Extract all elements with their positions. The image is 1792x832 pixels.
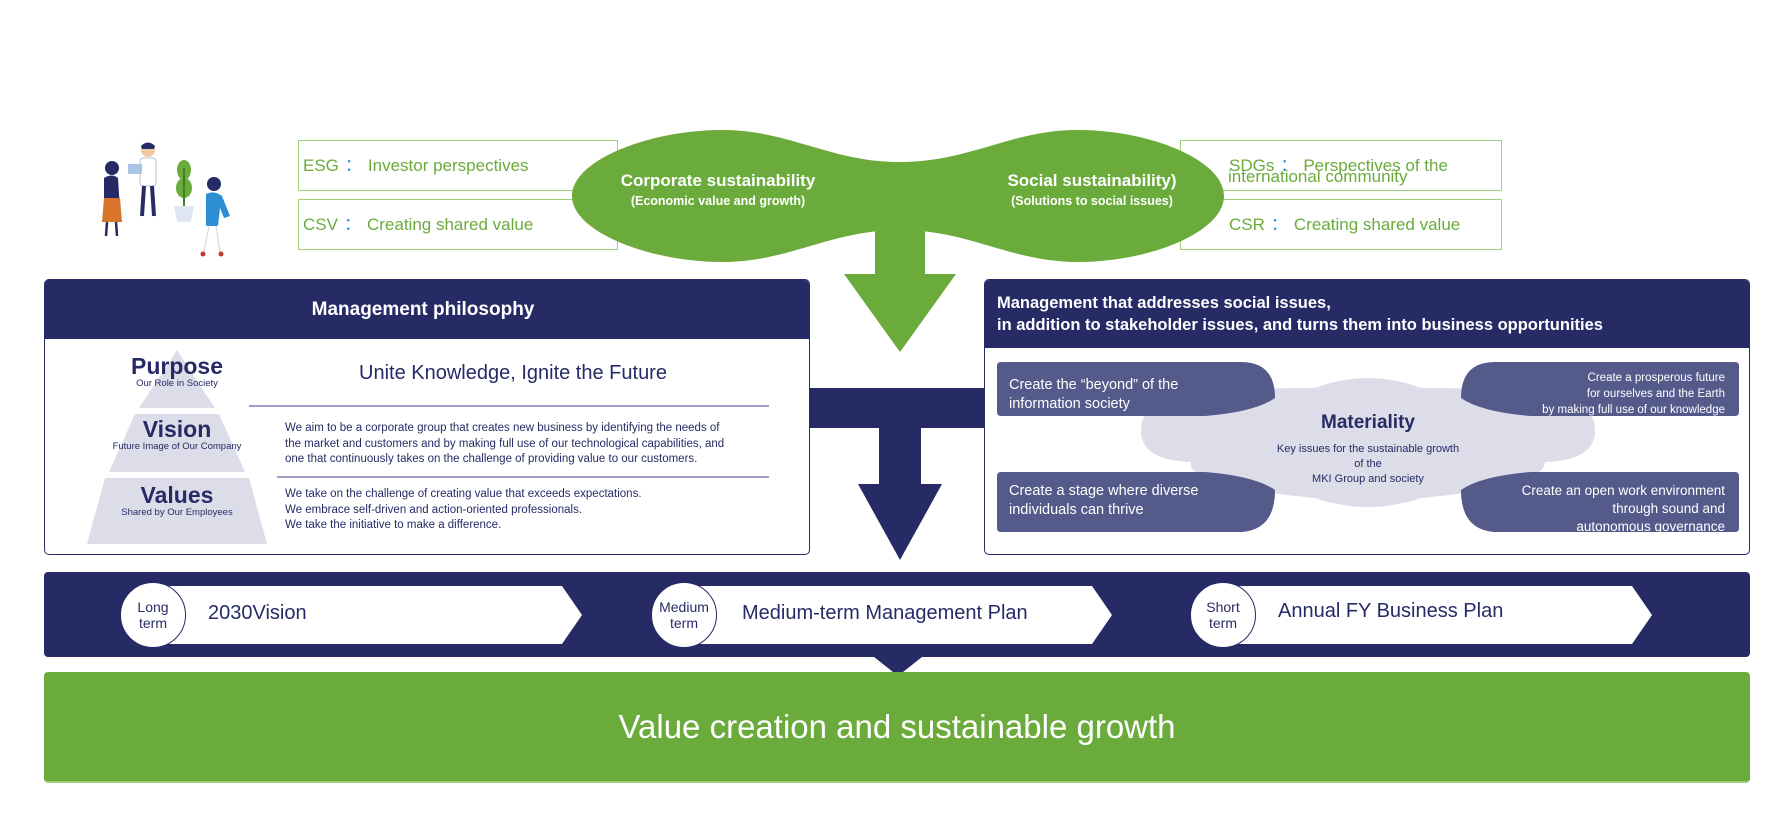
people-illustration-icon (102, 142, 230, 257)
timeline-label-long: 2030Vision (208, 602, 307, 624)
materiality-tl: Create the “beyond” of the information s… (1009, 377, 1179, 412)
vision-text: We aim to be a corporate group that crea… (285, 422, 725, 465)
purpose-block: Purpose Our Role in Society (97, 354, 257, 389)
materiality-heading: Management that addresses social issues,… (985, 280, 1749, 348)
materiality-panel: Management that addresses social issues,… (984, 279, 1750, 555)
purpose-sub: Our Role in Society (136, 378, 218, 389)
values-sub: Shared by Our Employees (121, 507, 233, 518)
social-title: Social sustainability) (1007, 171, 1177, 190)
timeline-arrows (150, 586, 1652, 676)
vision-block: Vision Future Image of Our Company (87, 417, 267, 452)
corporate-subtitle: (Economic value and growth) (630, 194, 806, 208)
timeline-circle-medium: Medium term (651, 582, 717, 648)
materiality-center-title: Materiality (1321, 412, 1415, 433)
timeline-circle-short: Short term (1190, 582, 1256, 648)
csv-text: Creating shared value (366, 215, 534, 234)
sustainability-blob (572, 130, 1224, 352)
csr-box: CSR：Creating shared value (1180, 199, 1502, 250)
corporate-sustainability: Corporate sustainability (Economic value… (604, 171, 832, 208)
csr-text: Creating shared value (1293, 215, 1461, 234)
timeline-label-medium: Medium-term Management Plan (742, 602, 1028, 624)
values-word: Values (140, 482, 214, 508)
purpose-text: Unite Knowledge, Ignite the Future (359, 362, 667, 384)
divider-1 (249, 405, 769, 407)
philosophy-panel: Management philosophy Purpose Our Role i… (44, 279, 810, 555)
sdgs-key: SDGs (1229, 156, 1275, 175)
values-block: Values Shared by Our Employees (87, 483, 267, 518)
sdgs-text-line1: Perspectives of the (1303, 156, 1448, 175)
esg-box: ESG：Investor perspectives (298, 140, 618, 191)
social-sustainability: Social sustainability) (Solutions to soc… (978, 171, 1206, 208)
values-text: We take on the challenge of creating val… (285, 488, 642, 531)
csv-key: CSV (303, 215, 338, 234)
materiality-bl: Create a stage where diverse individuals… (1009, 483, 1199, 518)
philosophy-heading: Management philosophy (45, 280, 809, 339)
sdgs-text-line2: international community (1228, 167, 1408, 186)
value-creation-text: Value creation and sustainable growth (618, 707, 1176, 745)
purpose-word: Purpose (130, 353, 224, 379)
esg-key: ESG (303, 156, 339, 175)
sdgs-box: SDGs： Perspectives of the (1180, 140, 1502, 191)
materiality-tr: Create a prosperous future for ourselves… (1542, 372, 1725, 416)
divider-2 (277, 476, 769, 478)
philosophy-pyramid (87, 350, 267, 544)
materiality-br: Create an open work environment through … (1521, 483, 1725, 534)
esg-text: Investor perspectives (367, 156, 529, 175)
vision-sub: Future Image of Our Company (112, 441, 242, 452)
materiality-center: Materiality Key issues for the sustainab… (1268, 412, 1468, 487)
social-subtitle: (Solutions to social issues) (1011, 194, 1173, 208)
value-creation-band: Value creation and sustainable growth (44, 672, 1750, 783)
csr-key: CSR (1229, 215, 1265, 234)
vision-word: Vision (142, 416, 212, 442)
timeline-label-short: Annual FY Business Plan (1278, 600, 1504, 622)
corporate-title: Corporate sustainability (620, 171, 816, 190)
timeline-circle-long: Long term (120, 582, 186, 648)
materiality-shapes (997, 362, 1739, 532)
navy-connector-arrow (800, 388, 1000, 560)
